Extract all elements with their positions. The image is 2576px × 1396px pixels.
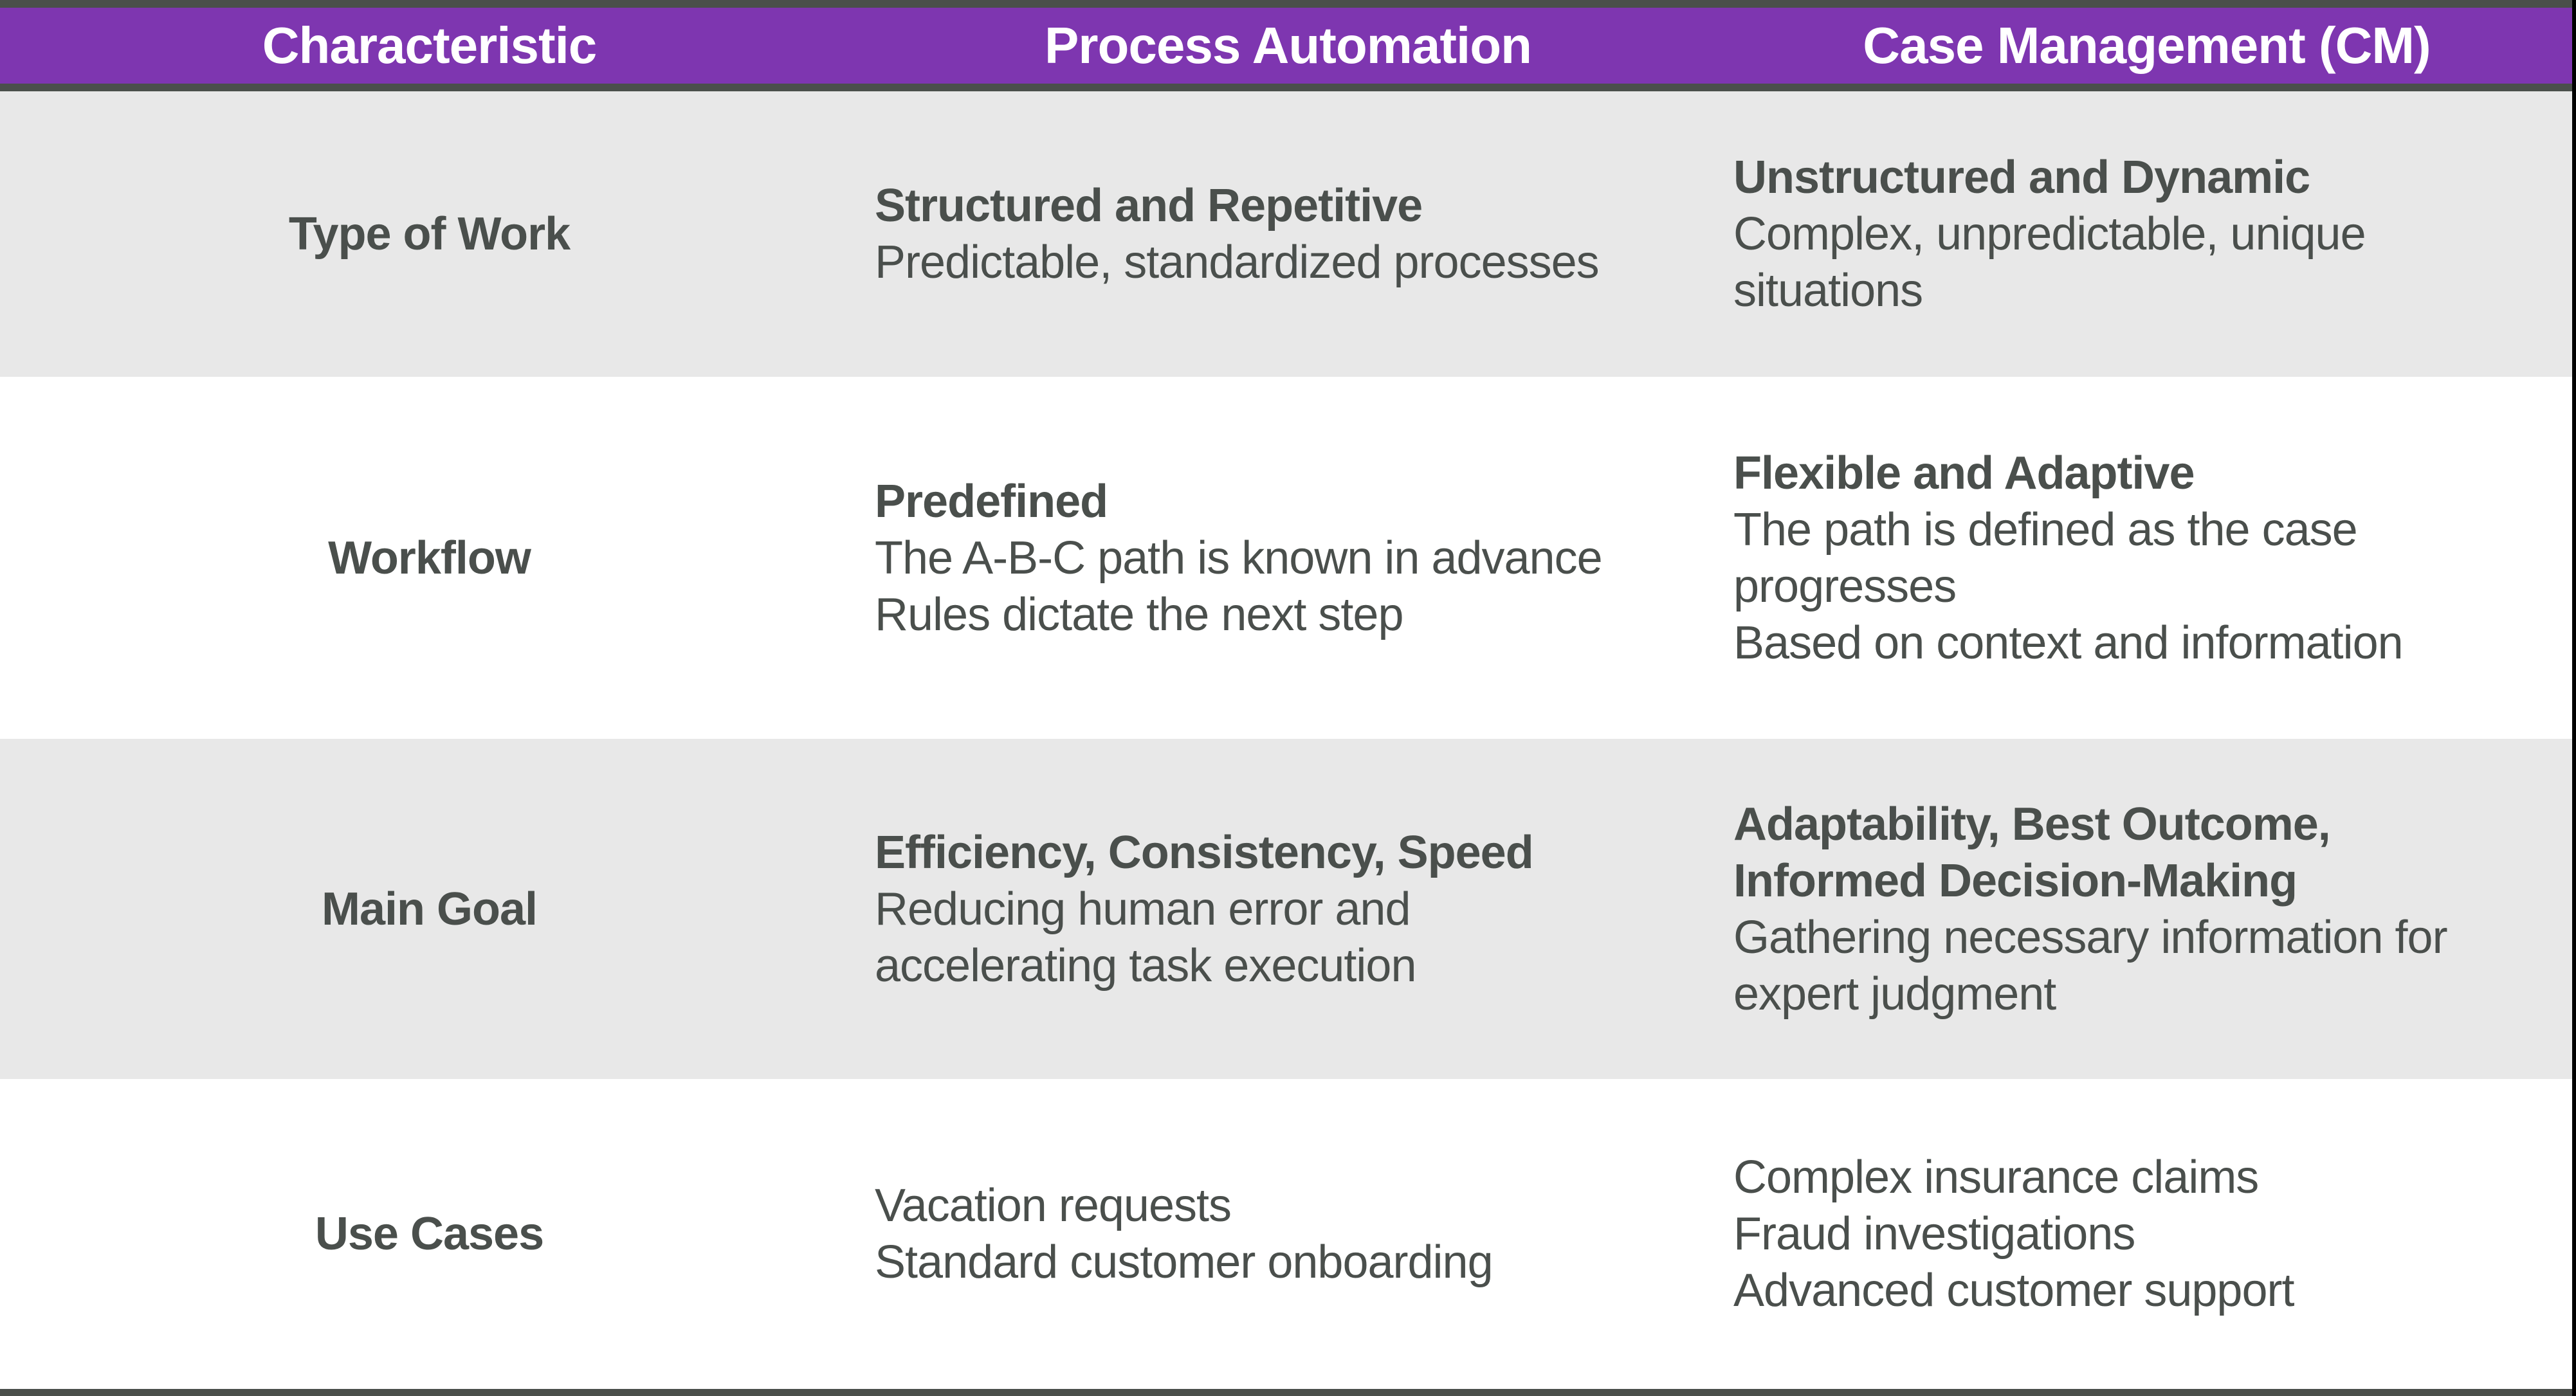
cell-body-line: The path is defined as the case [1733, 503, 2358, 556]
right-border-bar [2572, 0, 2576, 1396]
header-case-management: Case Management (CM) [1863, 17, 2431, 74]
cell-body-line: Standard customer onboarding [875, 1237, 1494, 1288]
row-label: Use Cases [315, 1208, 544, 1260]
cell-body-line: Advanced customer support [1733, 1265, 2294, 1316]
cell-body-line: expert judgment [1733, 968, 2056, 1020]
cell-title-line: Unstructured and Dynamic [1733, 152, 2310, 203]
table-header-row: Characteristic Process Automation Case M… [0, 8, 2576, 84]
header-separator-bar [0, 84, 2576, 91]
cell-case-management: Adaptability, Best Outcome,Informed Deci… [1717, 739, 2576, 1079]
cell-body-line: Based on context and information [1733, 617, 2404, 669]
cell-body-line: Gathering necessary information for [1733, 911, 2448, 963]
top-border-bar [0, 0, 2576, 8]
cell-body-line: Fraud investigations [1733, 1208, 2135, 1260]
row-label: Main Goal [321, 883, 538, 935]
header-process-automation: Process Automation [1045, 17, 1532, 74]
cell-title-line: Efficiency, Consistency, Speed [875, 826, 1534, 878]
header-characteristic: Characteristic [262, 17, 598, 74]
row-label: Type of Work [288, 208, 571, 260]
cell-title-line: Structured and Repetitive [875, 180, 1423, 231]
cell-body-line: The A-B-C path is known in advance [875, 532, 1603, 584]
cell-body-line: Predictable, standardized processes [875, 237, 1600, 288]
cell-title-line: Flexible and Adaptive [1733, 447, 2195, 499]
cell-body-line: situations [1733, 265, 1923, 316]
cell-body-line: Reducing human error and [875, 883, 1411, 935]
bottom-border-bar [0, 1389, 2576, 1396]
row-label: Workflow [328, 532, 531, 584]
cell-title-line: Informed Decision-Making [1733, 855, 2297, 907]
cell-title-line: Adaptability, Best Outcome, [1733, 798, 2331, 850]
cell-body-line: Complex insurance claims [1733, 1152, 2259, 1203]
cell-body-line: accelerating task execution [875, 939, 1416, 992]
cell-title-line: Predefined [875, 475, 1108, 527]
cell-body-line: progresses [1733, 560, 1957, 612]
cell-body-line: Rules dictate the next step [875, 588, 1403, 640]
cell-body-line: Complex, unpredictable, unique [1733, 208, 2366, 260]
cell-body-line: Vacation requests [875, 1180, 1232, 1231]
